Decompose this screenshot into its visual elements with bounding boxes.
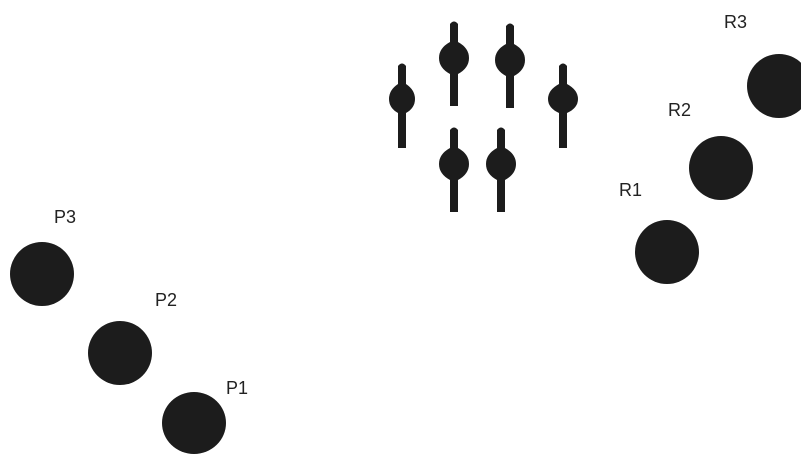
label-p1: P1 <box>226 378 249 398</box>
pin-marker-icon <box>486 127 516 212</box>
pin-marker-icon <box>389 63 415 148</box>
label-r2: R2 <box>668 100 692 120</box>
pin-marker-icon <box>495 23 525 108</box>
label-p3: P3 <box>54 207 77 227</box>
circle-p3 <box>10 242 74 306</box>
circle-r2 <box>689 136 753 200</box>
circle-r1 <box>635 220 699 284</box>
circle-p1 <box>162 392 226 454</box>
circle-p2 <box>88 321 152 385</box>
pin-marker-icon <box>548 63 578 148</box>
circle-r3 <box>747 54 801 118</box>
pin-marker-icon <box>439 127 469 212</box>
pin-marker-icon <box>439 21 469 106</box>
label-r1: R1 <box>619 180 643 200</box>
label-p2: P2 <box>155 290 178 310</box>
label-r3: R3 <box>724 12 748 32</box>
